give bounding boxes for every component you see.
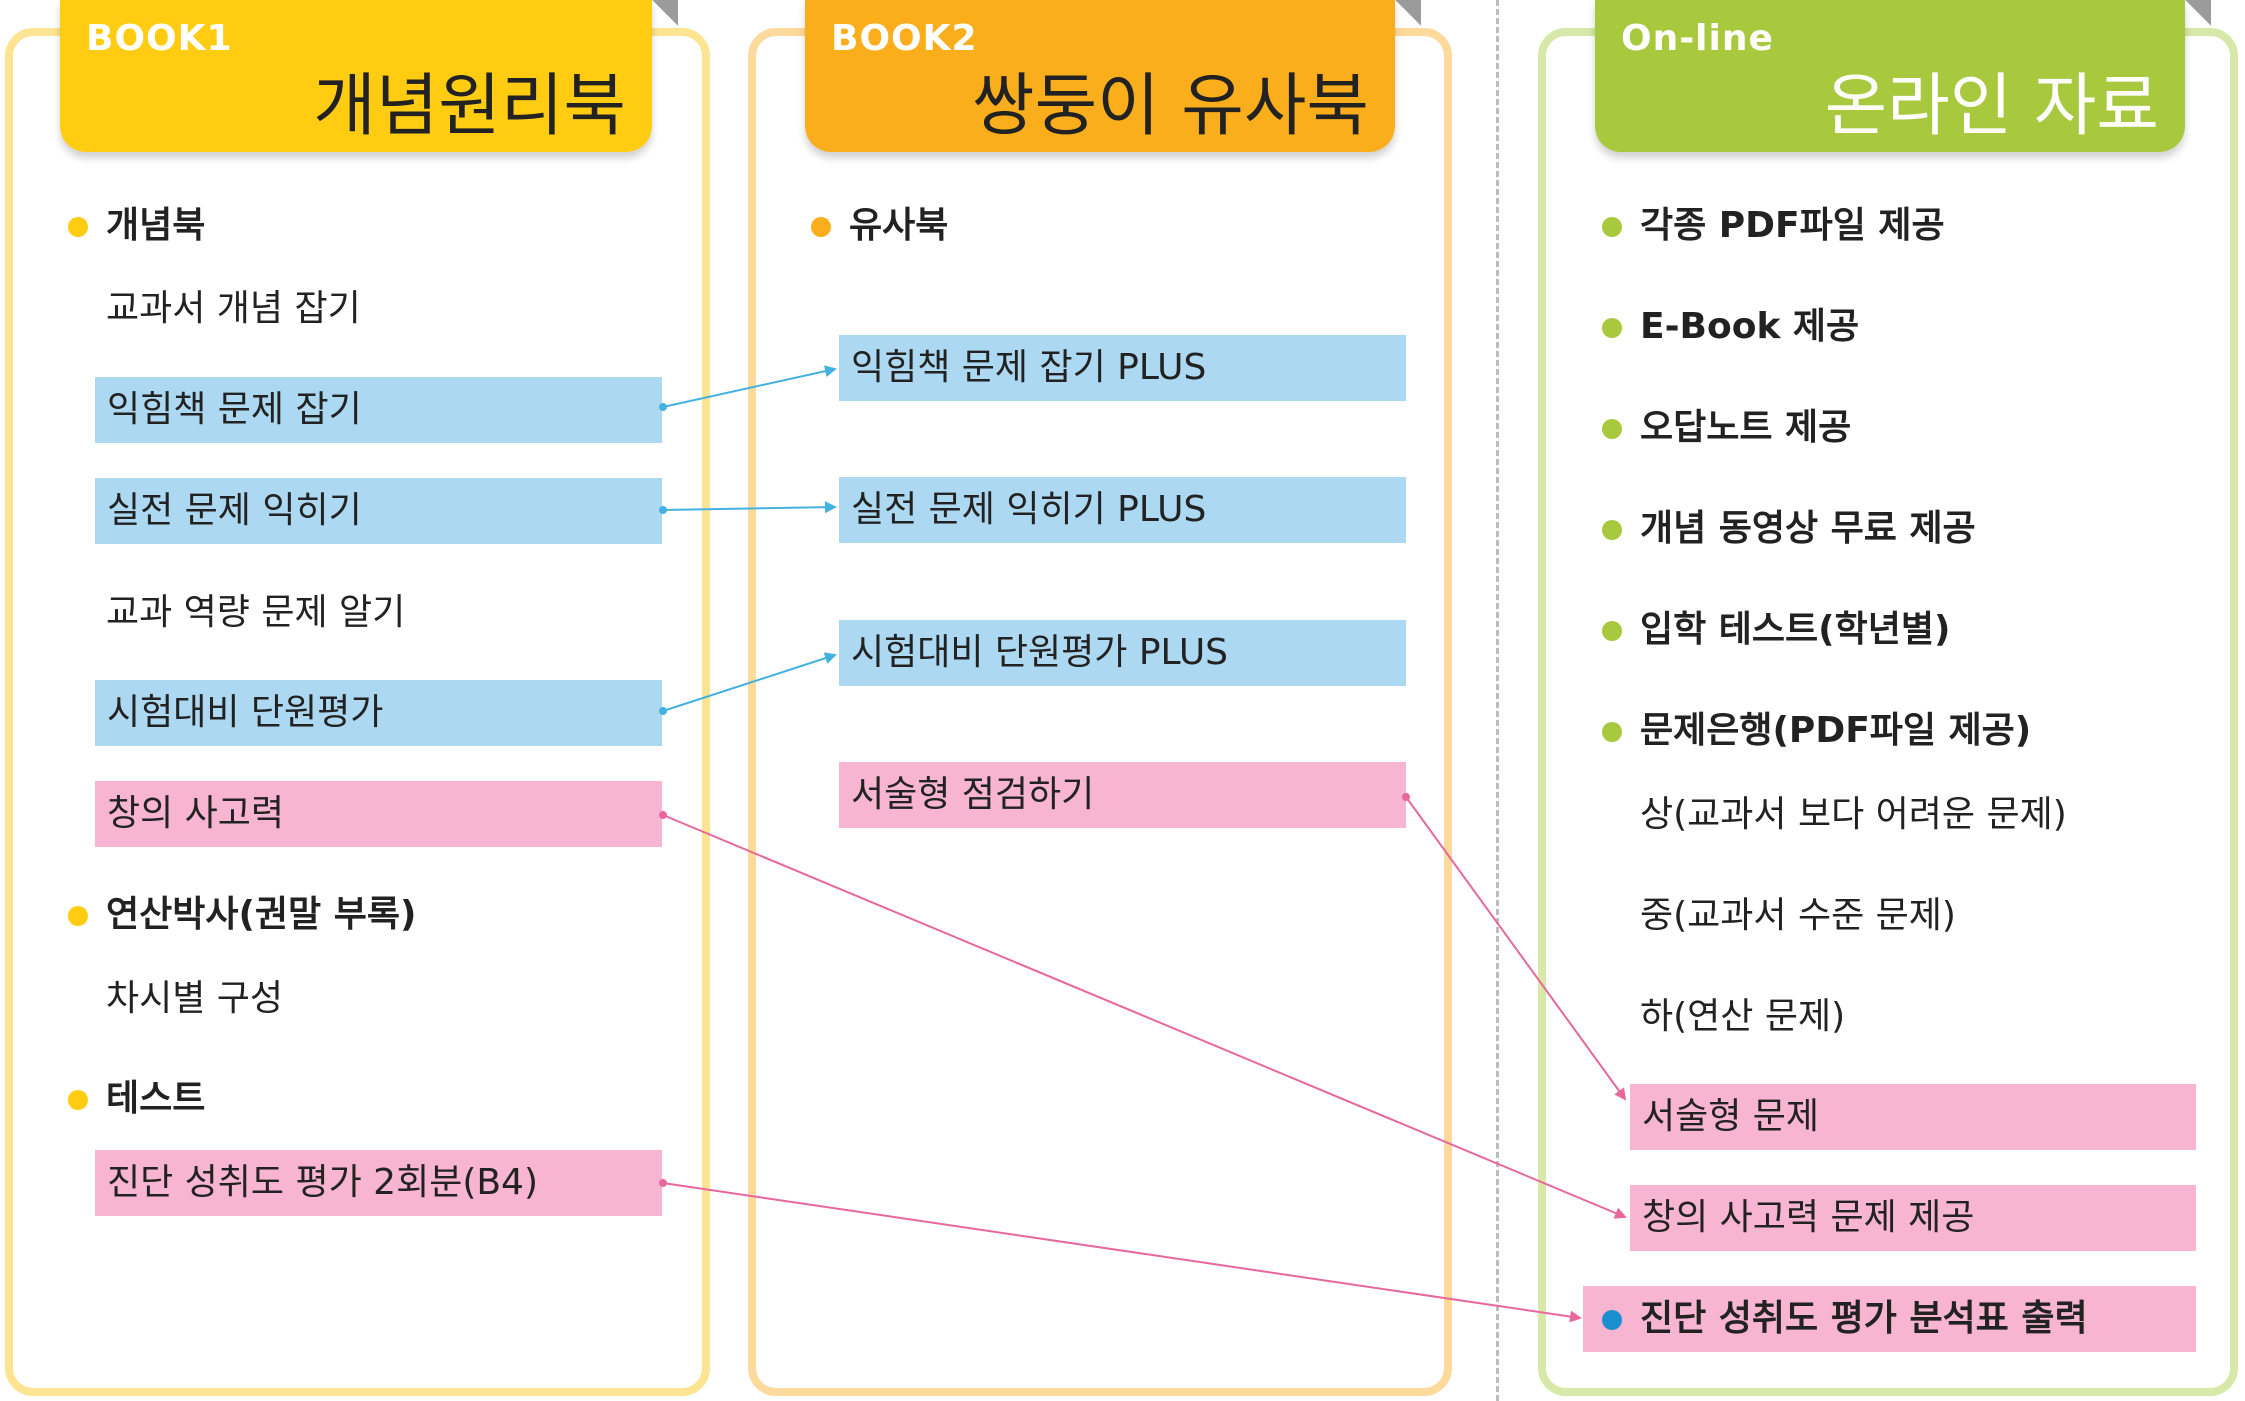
- book2-panel: [748, 28, 1452, 1396]
- book2-item-blue: 실전 문제 익히기 PLUS: [839, 477, 1406, 543]
- online-panel: [1538, 28, 2238, 1396]
- book1-heading-concept: 개념북: [106, 205, 206, 246]
- book2-tab-fold: [1395, 0, 1421, 26]
- bullet-dot: [68, 217, 88, 237]
- book2-item-blue: 익힘책 문제 잡기 PLUS: [839, 335, 1406, 401]
- bullet-dot: [1602, 621, 1622, 641]
- online-tab-fold: [2185, 0, 2211, 26]
- online-title: 온라인 자료: [1824, 67, 2159, 146]
- book2-tag: BOOK2: [831, 18, 978, 59]
- online-item-pink-heading-text: 진단 성취도 평가 분석표 출력: [1640, 1298, 2088, 1339]
- online-heading: 각종 PDF파일 제공: [1640, 205, 1945, 246]
- book1-tab-fold: [652, 0, 678, 26]
- book1-item-text: 교과 역량 문제 알기: [106, 592, 406, 633]
- online-heading: 입학 테스트(학년별): [1640, 609, 1951, 650]
- bullet-dot: [68, 906, 88, 926]
- online-item-pink-heading: 진단 성취도 평가 분석표 출력: [1583, 1286, 2196, 1352]
- arrow-pink-descriptive: [1402, 793, 1627, 1101]
- arrow-pink-creative: [659, 811, 1627, 1219]
- bullet-dot: [1602, 419, 1622, 439]
- arrow-blue-3: [659, 652, 837, 715]
- online-tag: On-line: [1621, 18, 1774, 59]
- arrow-pink-diagnostic: [659, 1179, 1582, 1323]
- book1-item-blue: 실전 문제 익히기: [95, 478, 662, 544]
- online-item-pink: 서술형 문제: [1630, 1084, 2196, 1150]
- online-item-pink: 창의 사고력 문제 제공: [1630, 1185, 2196, 1251]
- book1-item-blue: 익힘책 문제 잡기: [95, 377, 662, 443]
- book1-item-text: 차시별 구성: [106, 978, 284, 1019]
- book2-item-pink: 서술형 점검하기: [839, 762, 1406, 828]
- column-divider: [1496, 0, 1499, 1401]
- book1-item-pink: 진단 성취도 평가 2회분(B4): [95, 1150, 662, 1216]
- bullet-dot: [1602, 318, 1622, 338]
- book2-title: 쌍둥이 유사북: [972, 67, 1369, 146]
- book1-heading-appendix: 연산박사(권말 부록): [106, 894, 417, 935]
- book2-heading-similar: 유사북: [849, 205, 949, 246]
- book1-title: 개념원리북: [313, 67, 626, 146]
- book1-heading-test: 테스트: [106, 1078, 206, 1119]
- bullet-dot: [1602, 722, 1622, 742]
- online-heading: 개념 동영상 무료 제공: [1640, 508, 1976, 549]
- bullet-dot: [1602, 520, 1622, 540]
- online-heading: 문제은행(PDF파일 제공): [1640, 710, 2032, 751]
- bullet-dot: [68, 1090, 88, 1110]
- online-item-text: 하(연산 문제): [1640, 996, 1846, 1037]
- online-heading: E-Book 제공: [1640, 306, 1860, 347]
- arrow-blue-2: [659, 501, 837, 514]
- book1-item-pink: 창의 사고력: [95, 781, 662, 847]
- book1-header: BOOK1 개념원리북: [60, 0, 652, 152]
- arrow-blue-1: [659, 365, 837, 411]
- bullet-dot-special: [1602, 1310, 1622, 1330]
- book1-item-text: 교과서 개념 잡기: [106, 288, 361, 329]
- book1-tag: BOOK1: [86, 18, 233, 59]
- online-heading: 오답노트 제공: [1640, 407, 1852, 448]
- book2-item-blue: 시험대비 단원평가 PLUS: [839, 620, 1406, 686]
- online-item-text: 중(교과서 수준 문제): [1640, 895, 1956, 936]
- book2-header: BOOK2 쌍둥이 유사북: [805, 0, 1395, 152]
- bullet-dot: [1602, 217, 1622, 237]
- online-item-text: 상(교과서 보다 어려운 문제): [1640, 794, 2067, 835]
- online-header: On-line 온라인 자료: [1595, 0, 2185, 152]
- book1-item-blue: 시험대비 단원평가: [95, 680, 662, 746]
- bullet-dot: [811, 217, 831, 237]
